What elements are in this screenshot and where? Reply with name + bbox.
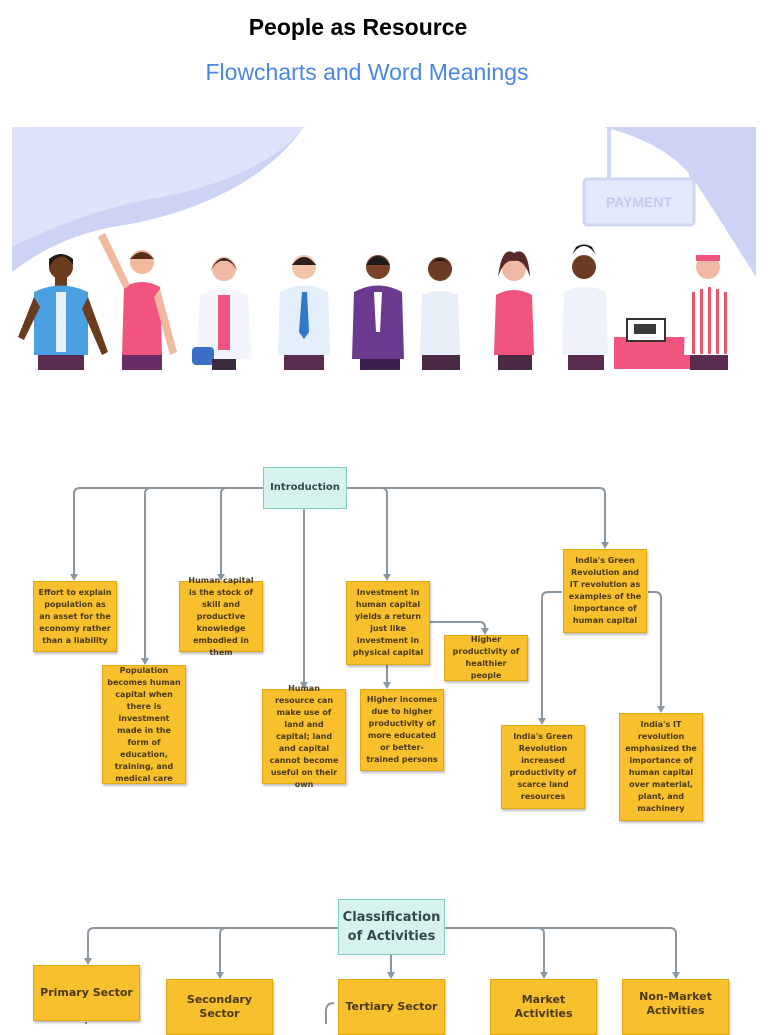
flowchart-node: Tertiary Sector	[338, 979, 445, 1035]
flowchart-root-introduction: Introduction	[263, 467, 347, 509]
flowchart-node: Effort to explain population as an asset…	[33, 581, 117, 652]
flowchart-node: Non-Market Activities	[622, 979, 729, 1035]
flowchart-node: Higher productivity of healthier people	[444, 635, 528, 681]
flowchart-root-classification: Classification of Activities	[338, 899, 445, 955]
payment-sign-text: PAYMENT	[606, 194, 673, 210]
page-subtitle: Flowcharts and Word Meanings	[205, 59, 529, 85]
flowchart-node: Population becomes human capital when th…	[102, 665, 186, 784]
flowchart-node: Higher incomes due to higher productivit…	[360, 689, 444, 771]
flowchart-node: India's Green Revolution and IT revoluti…	[563, 549, 647, 633]
flowchart-node: Human resource can make use of land and …	[262, 684, 346, 789]
flowchart-node: Investment in human capital yields a ret…	[346, 581, 430, 665]
flowchart-node: Primary Sector	[33, 965, 140, 1021]
flowchart-node: India's IT revolution emphasized the imp…	[619, 713, 703, 821]
page-title: People as Resource	[248, 14, 468, 40]
flowchart-node: Secondary Sector	[166, 979, 273, 1035]
people-illustration: PAYMENT	[12, 127, 756, 372]
flowchart-node: Human capital is the stock of skill and …	[179, 576, 263, 657]
flowchart-node: Market Activities	[490, 979, 597, 1035]
flowchart-node: India's Green Revolution increased produ…	[501, 725, 585, 809]
